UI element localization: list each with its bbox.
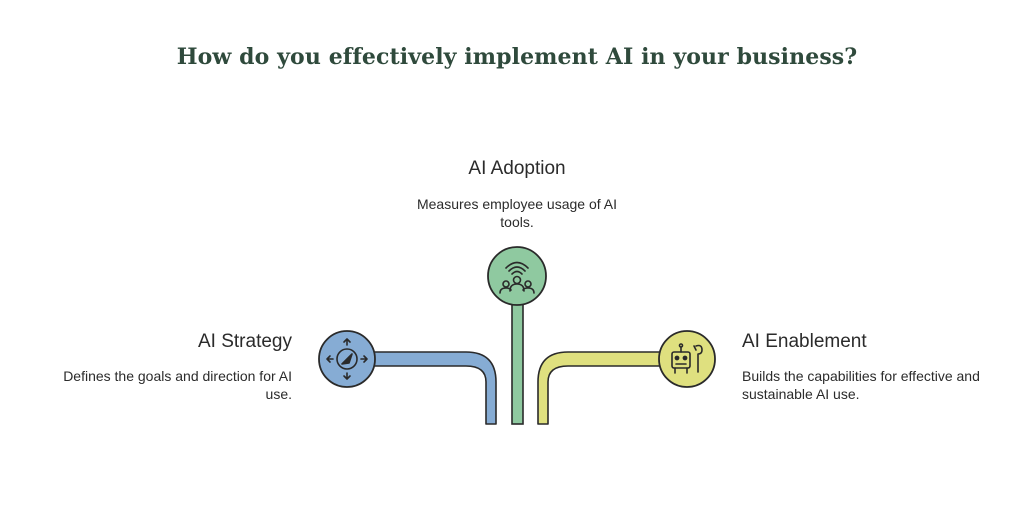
- people-signal-icon: [499, 261, 535, 294]
- enablement-description: Builds the capabilities for effective an…: [742, 368, 980, 402]
- enablement-node: [658, 330, 716, 388]
- strategy-pipe: [371, 351, 497, 425]
- adoption-pipe: [511, 299, 524, 425]
- adoption-label: AI Adoption: [468, 158, 566, 179]
- compass-arrows-icon: [326, 338, 368, 380]
- page-title: How do you effectively implement AI in y…: [176, 44, 858, 70]
- adoption-node: [487, 246, 547, 306]
- strategy-node: [318, 330, 376, 388]
- strategy-label: AI Strategy: [198, 331, 292, 352]
- strategy-description: Defines the goals and direction for AI u…: [63, 368, 292, 402]
- robot-tools-icon: [671, 343, 703, 374]
- adoption-description: Measures employee usage of AI tools.: [416, 196, 617, 230]
- enablement-label: AI Enablement: [742, 331, 867, 352]
- enablement-pipe: [537, 351, 663, 425]
